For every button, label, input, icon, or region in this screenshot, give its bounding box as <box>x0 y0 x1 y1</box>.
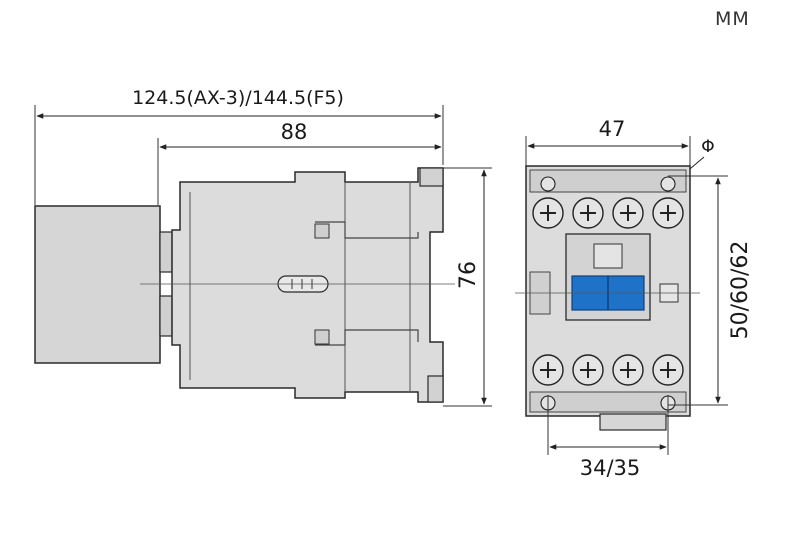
bottom-foot <box>599 413 667 431</box>
side-view: 124.5(AX-3)/144.5(F5) 88 76 <box>34 87 492 407</box>
diameter-symbol: Φ <box>701 137 714 157</box>
top-small-screw-2 <box>660 176 676 192</box>
mount-spacing-label: 34/35 <box>580 456 641 480</box>
body-inner-step-top <box>315 221 419 239</box>
body-notch-top <box>314 223 330 239</box>
width-label-front: 47 <box>599 117 626 141</box>
auxiliary-block <box>34 205 161 364</box>
height-label-front: 50/60/62 <box>728 241 753 340</box>
top-terminals <box>532 176 684 229</box>
front-view: 47 Φ <box>515 117 753 480</box>
din-clip-top <box>419 167 444 187</box>
aux-clip-bottom <box>159 295 173 337</box>
height-label-side: 76 <box>456 261 481 289</box>
din-clip-bottom <box>427 375 444 403</box>
front-bottom-strip <box>529 391 687 413</box>
front-top-strip <box>529 169 687 193</box>
top-small-screw-1 <box>540 176 556 192</box>
overall-width-label: 124.5(AX-3)/144.5(F5) <box>132 87 344 109</box>
body-notch-bottom <box>314 329 330 345</box>
body-width-label: 88 <box>281 120 308 144</box>
body-inner-step-bottom <box>315 329 419 346</box>
actuator-upper-box <box>593 243 623 269</box>
unit-label: MM <box>715 8 750 30</box>
aux-clip-top <box>159 231 173 273</box>
